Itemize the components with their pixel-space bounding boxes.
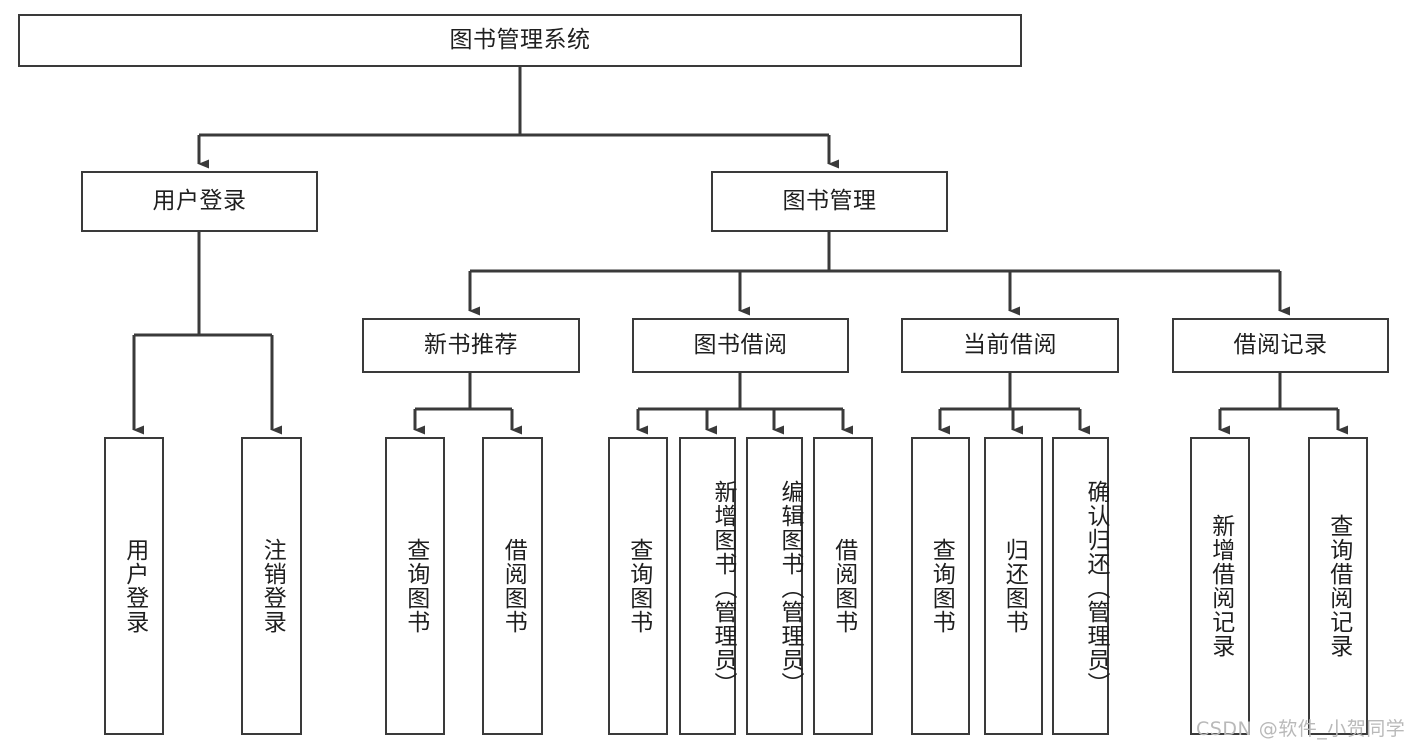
node-leaf-add-book-admin[interactable]: 新增图书（管理员）: [679, 437, 736, 735]
node-level3-borrow-record[interactable]: 借阅记录: [1172, 318, 1389, 373]
node-level2-book-management[interactable]: 图书管理: [711, 171, 948, 232]
node-label: 当前借阅: [963, 332, 1057, 359]
node-leaf-borrow-book[interactable]: 借阅图书: [813, 437, 873, 735]
node-label: 查询图书: [402, 538, 429, 634]
node-leaf-query-book-rec[interactable]: 查询图书: [385, 437, 445, 735]
node-label: 归还图书: [1001, 538, 1028, 634]
node-root[interactable]: 图书管理系统: [18, 14, 1022, 67]
node-label: 借阅图书: [830, 538, 857, 634]
node-label: 新增借阅记录: [1207, 514, 1234, 658]
node-leaf-logout[interactable]: 注销登录: [241, 437, 302, 735]
node-label: 查询借阅记录: [1325, 514, 1352, 658]
node-label: 新书推荐: [424, 332, 518, 359]
node-label: 图书借阅: [693, 332, 788, 359]
node-label: 图书管理: [782, 188, 877, 215]
node-leaf-edit-book-admin[interactable]: 编辑图书（管理员）: [746, 437, 803, 735]
node-label: 注销登录: [259, 538, 286, 634]
node-leaf-borrow-book-rec[interactable]: 借阅图书: [482, 437, 543, 735]
node-level3-new-book-recommend[interactable]: 新书推荐: [362, 318, 580, 373]
node-leaf-query-book-borrow[interactable]: 查询图书: [608, 437, 668, 735]
node-label: 查询图书: [928, 538, 955, 634]
node-leaf-add-borrow-record[interactable]: 新增借阅记录: [1190, 437, 1250, 735]
node-label: 确认归还（管理员）: [1083, 480, 1109, 696]
node-label: 编辑图书（管理员）: [777, 480, 803, 696]
node-label: 借阅图书: [500, 538, 527, 634]
node-level2-user-login[interactable]: 用户登录: [81, 171, 318, 232]
node-leaf-confirm-return-admin[interactable]: 确认归还（管理员）: [1052, 437, 1109, 735]
node-label: 用户登录: [121, 538, 148, 634]
node-leaf-return-book[interactable]: 归还图书: [984, 437, 1043, 735]
node-level3-book-borrow[interactable]: 图书借阅: [632, 318, 849, 373]
node-leaf-user-login[interactable]: 用户登录: [104, 437, 164, 735]
node-label: 新增图书（管理员）: [710, 480, 736, 696]
node-label: 用户登录: [152, 188, 247, 215]
node-leaf-query-borrow-record[interactable]: 查询借阅记录: [1308, 437, 1368, 735]
watermark: CSDN @软件_小贺同学: [1196, 718, 1405, 740]
node-label: 借阅记录: [1233, 332, 1328, 359]
node-level3-current-borrow[interactable]: 当前借阅: [901, 318, 1119, 373]
node-root-label: 图书管理系统: [449, 27, 591, 54]
node-label: 查询图书: [625, 538, 652, 634]
node-leaf-query-book-current[interactable]: 查询图书: [911, 437, 970, 735]
